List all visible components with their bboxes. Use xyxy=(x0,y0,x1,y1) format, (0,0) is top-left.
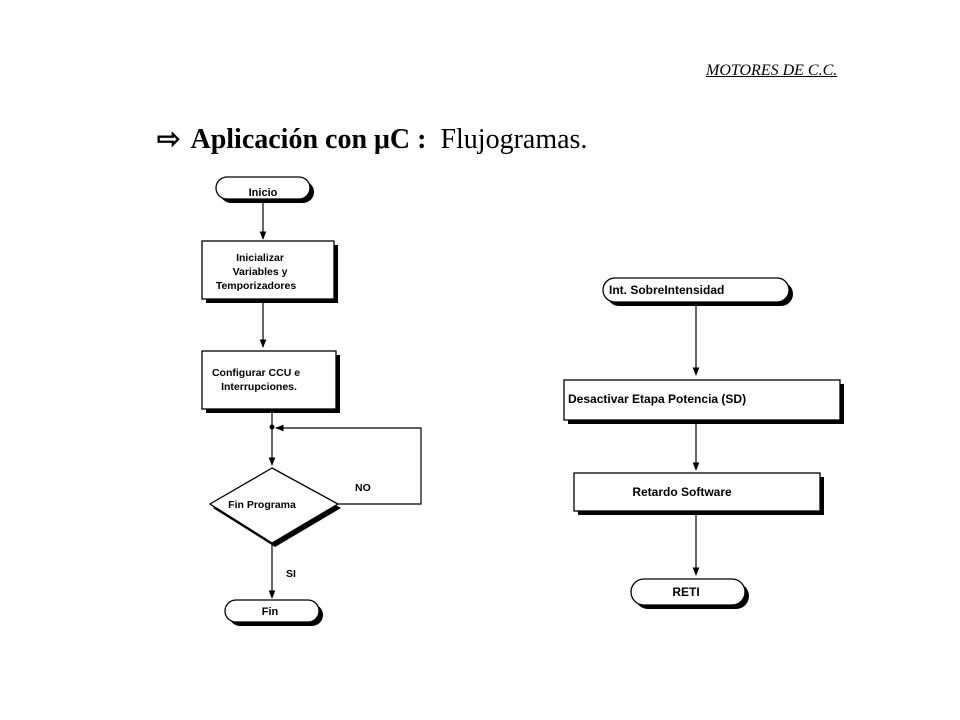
disable-stage-box: Desactivar Etapa Potencia (SD) xyxy=(563,379,844,424)
no-loop-arrow xyxy=(275,424,422,505)
interrupt-start-label: Int. SobreIntensidad xyxy=(609,283,724,297)
slide-header: MOTORES DE C.C. xyxy=(706,62,838,79)
reti-label: RETI xyxy=(672,585,699,599)
interrupt-start-terminal: Int. SobreIntensidad xyxy=(602,277,793,306)
init-line-2: Variables y xyxy=(233,266,288,278)
right-flowchart: Int. SobreIntensidad Desactivar Etapa Po… xyxy=(563,277,844,609)
no-label: NO xyxy=(355,482,371,494)
arrow-bullet-icon: ⇨ xyxy=(157,124,181,155)
end-label: Fin xyxy=(262,606,279,618)
decision-label: Fin Programa xyxy=(228,499,296,511)
config-process-box: Configurar CCU e Interrupciones. xyxy=(201,350,340,413)
init-process-box: Inicializar Variables y Temporizadores xyxy=(201,240,338,303)
slide-title: ⇨ Aplicación con μC : Flujogramas. xyxy=(157,122,587,156)
left-flowchart: Inicio Inicializar Variables y Temporiza… xyxy=(201,176,422,626)
config-line-2: Interrupciones. xyxy=(221,381,297,393)
disable-stage-label: Desactivar Etapa Potencia (SD) xyxy=(568,392,746,406)
title-bold-part: Aplicación con μC : xyxy=(190,124,427,155)
title-normal-part: Flujogramas. xyxy=(440,124,588,155)
init-line-3: Temporizadores xyxy=(216,280,296,292)
start-terminal: Inicio xyxy=(215,176,314,203)
start-label: Inicio xyxy=(249,187,278,199)
delay-label: Retardo Software xyxy=(632,485,732,499)
config-line-1: Configurar CCU e xyxy=(212,367,300,379)
decision-diamond: Fin Programa xyxy=(208,467,341,547)
init-line-1: Inicializar xyxy=(236,252,284,264)
end-terminal: Fin xyxy=(224,599,323,626)
junction-dot xyxy=(269,424,275,430)
delay-box: Retardo Software xyxy=(573,472,824,515)
reti-terminal: RETI xyxy=(630,578,749,609)
yes-label: SI xyxy=(286,568,296,580)
